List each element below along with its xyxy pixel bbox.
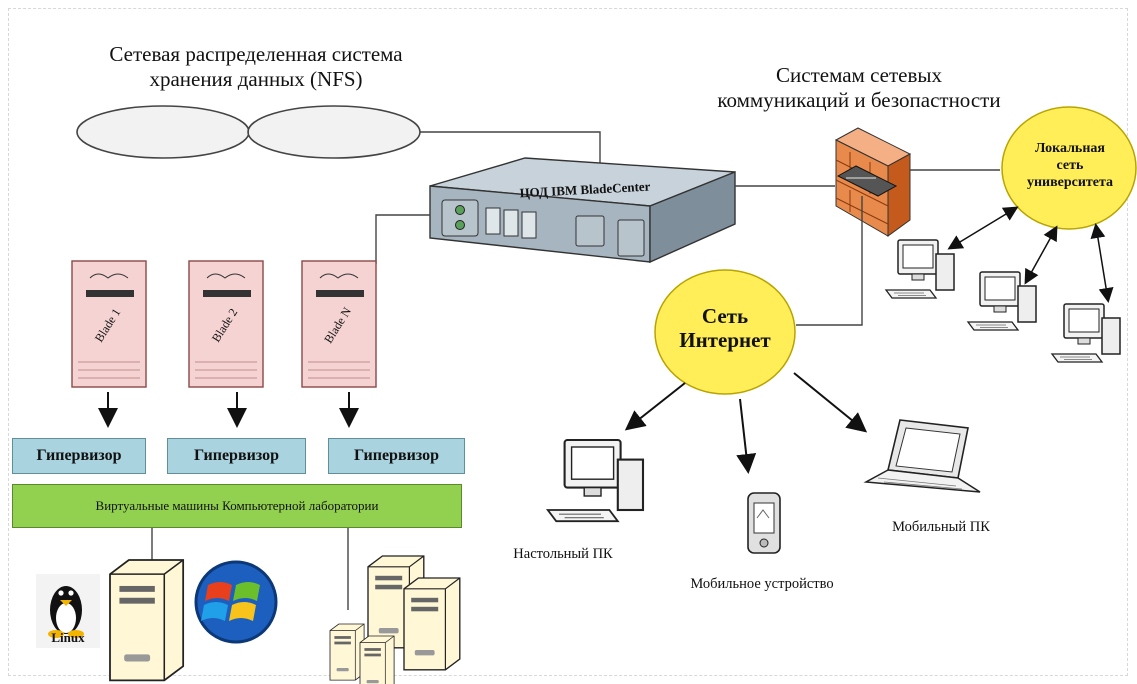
firewall-icon (834, 127, 912, 237)
mobile-device-icon (747, 492, 781, 554)
internet-label: Сеть Интернет (655, 304, 795, 352)
lan-pc-2 (967, 271, 1037, 331)
security-title-line2: коммуникаций и безопастности (717, 88, 1001, 112)
linux-logo (36, 574, 100, 648)
hypervisor-1: Гипервизор (12, 438, 146, 474)
link-bc-blades (375, 214, 430, 264)
laptop-icon (863, 419, 981, 493)
storage-node-2 (247, 105, 421, 159)
blade-server-1 (71, 260, 147, 388)
windows-logo (194, 560, 278, 644)
desktop-pc-icon (546, 438, 645, 523)
local-network-label-line3: университета (1026, 175, 1114, 190)
local-network-label-line1: Локальная (1035, 141, 1105, 156)
security-title-line1: Системам сетевых (776, 63, 942, 87)
storage-title-line1: Сетевая распределенная система (109, 42, 403, 66)
server-cluster-icon (329, 555, 461, 684)
storage-title: Сетевая распределенная система хранения … (62, 42, 450, 92)
link-firewall-internet (796, 196, 863, 326)
desktop-label: Настольный ПК (513, 546, 613, 562)
diagram-frame (8, 8, 1128, 676)
storage-title-line2: хранения данных (NFS) (149, 67, 363, 91)
internet-label-line2: Интернет (679, 328, 771, 352)
hypervisor-2: Гипервизор (167, 438, 306, 474)
local-network-label: Локальная сеть университета (1005, 140, 1135, 191)
lan-pc-1 (885, 239, 955, 299)
local-network-circle (1001, 106, 1137, 230)
internet-cloud (654, 269, 796, 395)
internet-label-line1: Сеть (701, 304, 749, 328)
mobile-device-label: Мобильное устройство (690, 576, 834, 592)
linux-label: Linux (51, 630, 85, 645)
laptop-label: Мобильный ПК (892, 519, 990, 535)
server-tower-icon (109, 559, 185, 682)
hypervisor-3: Гипервизор (328, 438, 465, 474)
lan-pc-3 (1051, 303, 1121, 363)
security-title: Системам сетевых коммуникаций и безопаст… (668, 63, 1050, 113)
blade-center-icon (429, 157, 736, 264)
storage-node-1 (76, 105, 250, 159)
blade-server-n (301, 260, 377, 388)
virtual-machines-bar: Виртуальные машины Компьютерной лаборато… (12, 484, 462, 528)
local-network-label-line2: сеть (1056, 158, 1084, 173)
blade-server-2 (188, 260, 264, 388)
